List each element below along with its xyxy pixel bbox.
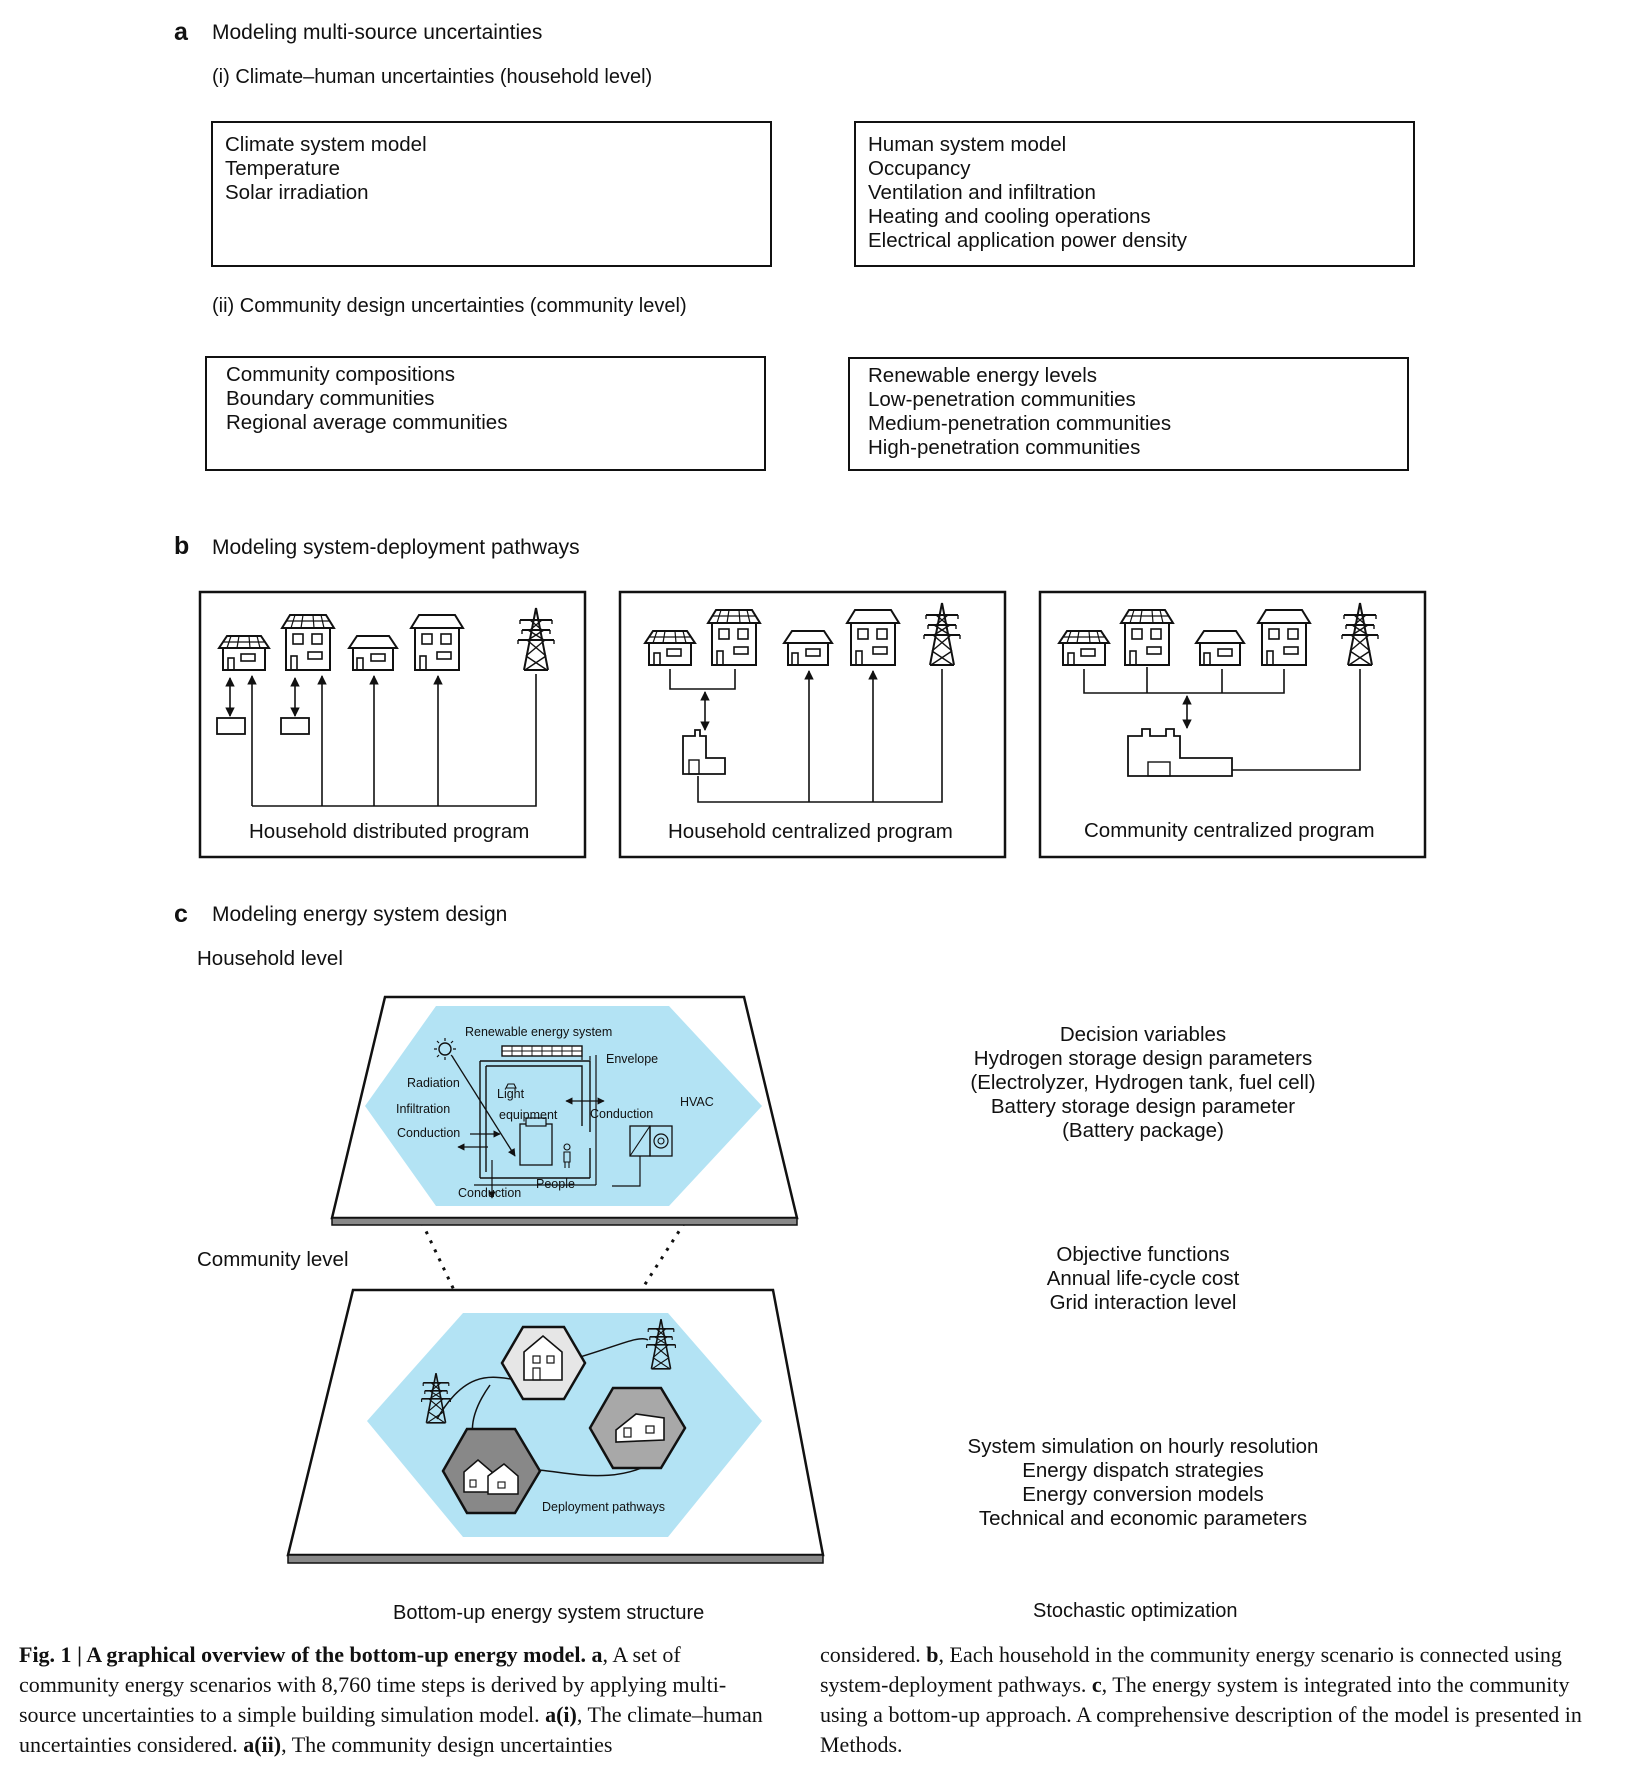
panel-c-title: Modeling energy system design <box>212 903 508 926</box>
objectives-line: Grid interaction level <box>1049 1291 1237 1314</box>
caption-text-4: , Each household in the community energy… <box>820 1642 1562 1697</box>
panel-c-letter: c <box>174 900 188 928</box>
decision-line: Battery storage design parameter <box>990 1095 1296 1118</box>
panel-b-title: Modeling system-deployment pathways <box>212 536 580 559</box>
light-label: Light <box>497 1087 525 1101</box>
simulation-line: Energy conversion models <box>1022 1483 1264 1506</box>
caption-text-5: , The energy system is integrated into t… <box>820 1672 1582 1757</box>
figure-caption-left: Fig. 1 | A graphical overview of the bot… <box>19 1640 779 1760</box>
caption-ref-aii: a(ii) <box>243 1732 282 1757</box>
deployment-label: Deployment pathways <box>542 1500 665 1514</box>
radiation-label: Radiation <box>407 1076 460 1090</box>
box-line: Climate system model <box>225 133 427 156</box>
decision-line: Hydrogen storage design parameters <box>973 1047 1313 1070</box>
panel-a-title: Modeling multi-source uncertainties <box>212 21 543 44</box>
caption-text-1: , A set of community energy scenarios wi… <box>19 1642 727 1727</box>
box-line: Renewable energy levels <box>868 364 1098 387</box>
box-line: Solar irradiation <box>225 181 369 204</box>
decision-line: Decision variables <box>1059 1023 1227 1046</box>
simulation-line: System simulation on hourly resolution <box>967 1435 1319 1458</box>
box-line: High-penetration communities <box>868 436 1141 459</box>
panel-b-diagrams <box>198 590 1427 859</box>
box-line: Medium-penetration communities <box>868 412 1172 435</box>
caption-ref-b: b <box>926 1642 939 1667</box>
household-distributed-box <box>198 590 587 859</box>
decision-line: (Electrolyzer, Hydrogen tank, fuel cell) <box>970 1071 1316 1094</box>
conduction-hvac-label: Conduction <box>590 1107 653 1121</box>
conduction-floor-label: Conduction <box>458 1186 521 1200</box>
people-label: People <box>536 1177 575 1191</box>
simulation-line: Technical and economic parameters <box>978 1507 1308 1530</box>
panel-b-letter: b <box>174 532 190 560</box>
caption-separator: | <box>71 1642 87 1667</box>
equipment-icon <box>519 1123 553 1166</box>
bottom-up-structure-label: Bottom-up energy system structure <box>393 1602 705 1624</box>
program-label-1: Household distributed program <box>249 820 530 843</box>
infiltration-label: Infiltration <box>396 1102 450 1116</box>
caption-title: A graphical overview of the bottom-up en… <box>86 1642 587 1667</box>
battery-icon <box>216 717 246 735</box>
simulation-line: Energy dispatch strategies <box>1022 1459 1264 1482</box>
envelope-label: Envelope <box>606 1052 658 1066</box>
panel-a-subtitle-ii: (ii) Community design uncertainties (com… <box>212 295 687 317</box>
person-icon <box>563 1143 571 1151</box>
storage-plant-icon <box>682 729 726 775</box>
caption-fig-number: Fig. 1 <box>19 1642 72 1667</box>
panel-a-letter: a <box>174 18 188 46</box>
box-line: Low-penetration communities <box>868 388 1136 411</box>
stochastic-optimization-label: Stochastic optimization <box>1033 1600 1238 1622</box>
box-line: Boundary communities <box>226 387 435 410</box>
hvac-label: HVAC <box>680 1095 714 1109</box>
conduction-wall-label: Conduction <box>397 1126 460 1140</box>
box-line: Temperature <box>225 157 341 180</box>
caption-text-2: , The climate–human uncertainties consid… <box>19 1702 763 1757</box>
box-line: Occupancy <box>868 157 971 180</box>
decision-line: (Battery package) <box>1062 1119 1224 1142</box>
box-line: Heating and cooling operations <box>868 205 1151 228</box>
box-line: Electrical application power density <box>868 229 1188 252</box>
caption-text-3a: , The community design uncertainties <box>281 1732 613 1757</box>
program-label-3: Community centralized program <box>1084 819 1375 842</box>
box-line: Human system model <box>868 133 1067 156</box>
caption-ref-ai: a(i) <box>545 1702 577 1727</box>
figure-caption-right: considered. b, Each household in the com… <box>820 1640 1610 1760</box>
community-level-label: Community level <box>197 1248 349 1271</box>
battery-icon <box>280 717 310 735</box>
box-line: Regional average communities <box>226 411 508 434</box>
caption-ref-c: c <box>1091 1672 1102 1697</box>
caption-text-3b: considered. <box>820 1642 927 1667</box>
program-label-2: Household centralized program <box>668 820 953 843</box>
sun-icon <box>438 1042 452 1056</box>
box-line: Ventilation and infiltration <box>868 181 1096 204</box>
caption-ref-a: a <box>591 1642 603 1667</box>
objectives-line: Annual life-cycle cost <box>1046 1267 1240 1290</box>
renewable-label: Renewable energy system <box>465 1025 612 1039</box>
equipment-label: equipment <box>499 1108 558 1122</box>
box-line: Community compositions <box>226 363 455 386</box>
panel-a-subtitle-i: (i) Climate–human uncertainties (househo… <box>212 66 653 88</box>
objectives-line: Objective functions <box>1056 1243 1230 1266</box>
household-level-label: Household level <box>197 947 343 970</box>
